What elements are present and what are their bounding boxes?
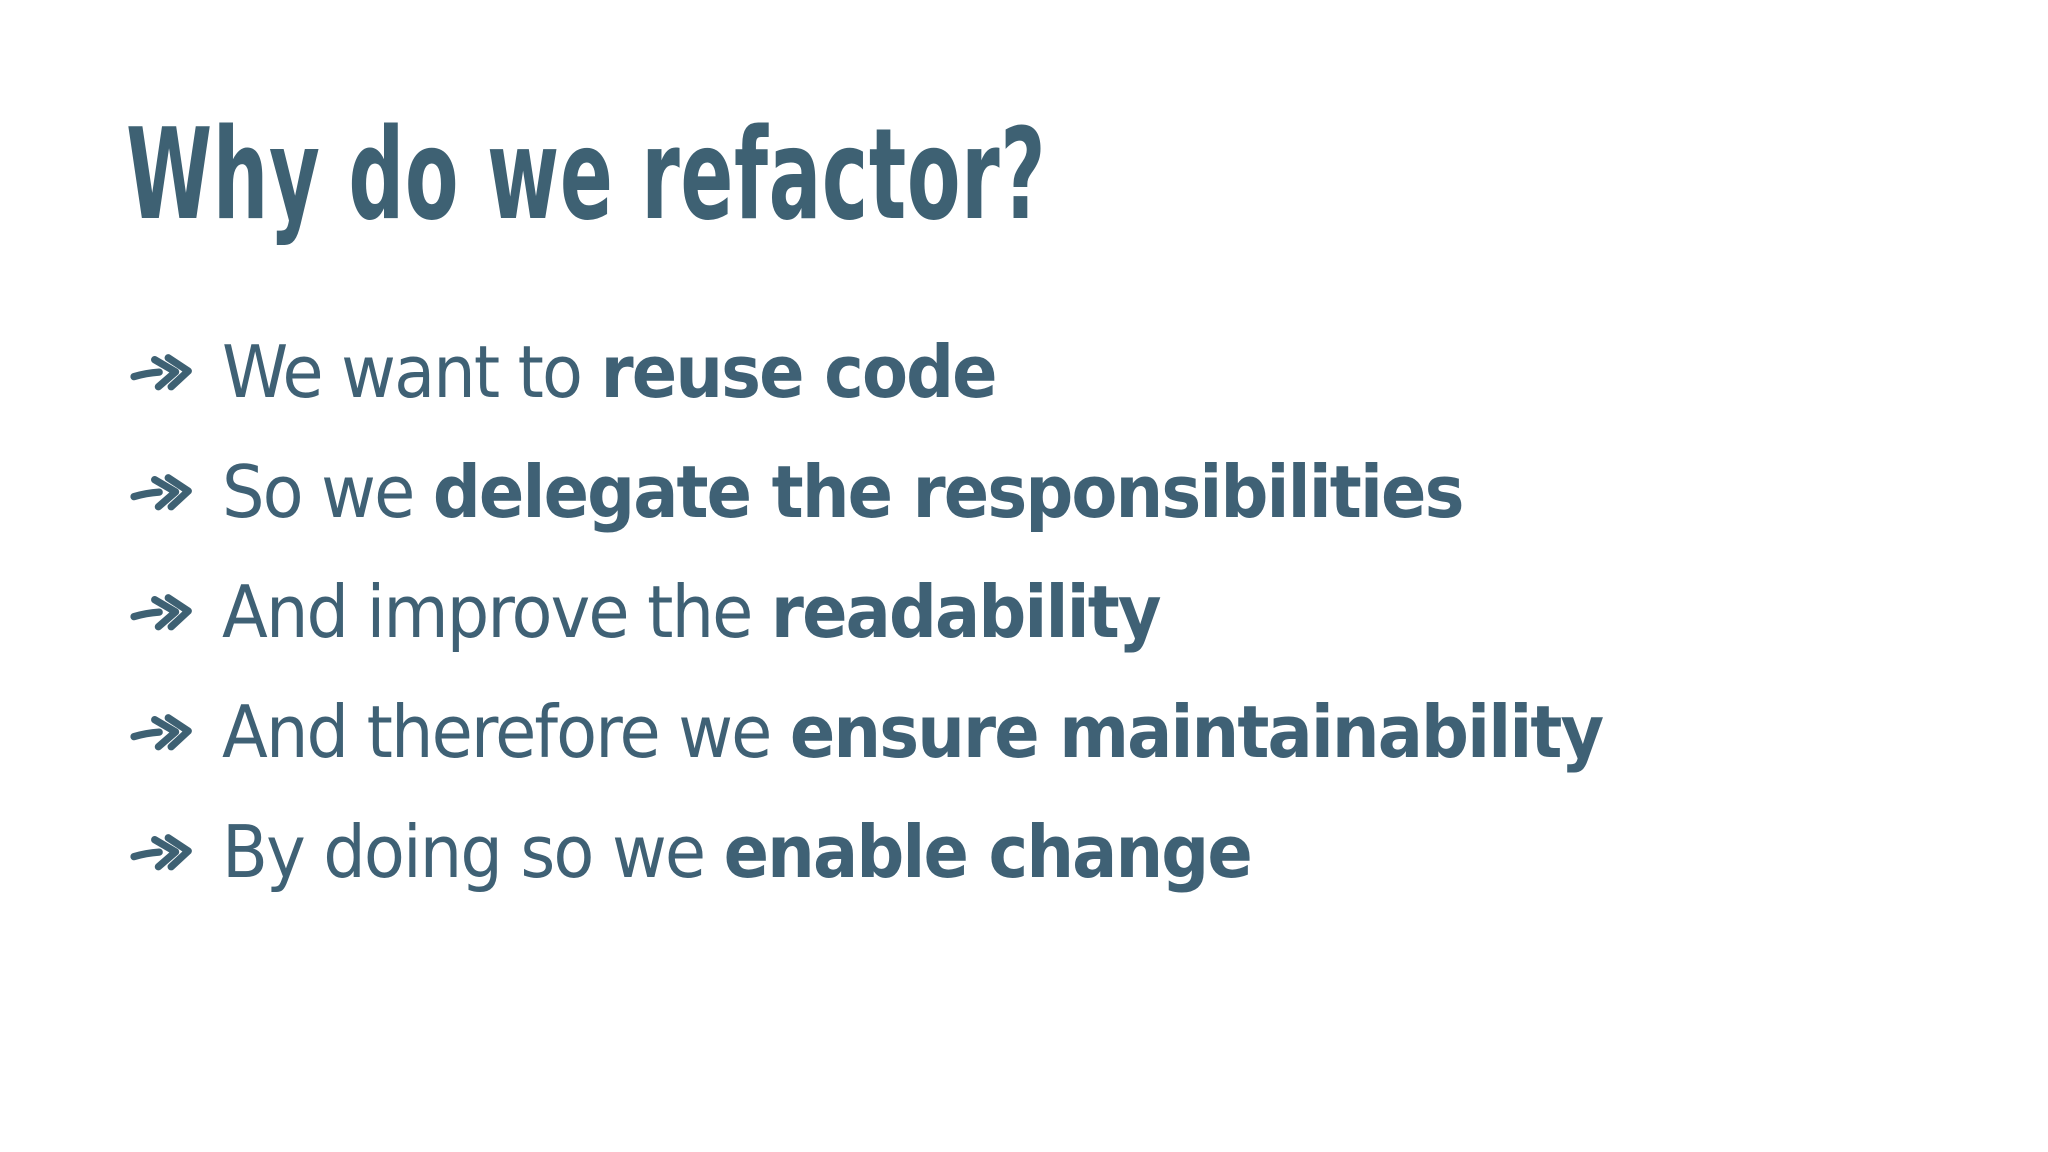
bullet-text-emphasis: readability xyxy=(770,570,1162,654)
bullet-text: And improve the readability xyxy=(222,576,1162,648)
bullet-text: By doing so we enable change xyxy=(222,816,1253,888)
bullet-text-prefix: And therefore we xyxy=(222,690,790,774)
bullet-list: We want to reuse code So we delegate the… xyxy=(128,312,1706,912)
bullet-text-emphasis: delegate the responsibilities xyxy=(432,450,1465,534)
bullet-item: And therefore we ensure maintainability xyxy=(128,672,1706,792)
page-title: Why do we refactor? xyxy=(126,101,1047,248)
bullet-text: We want to reuse code xyxy=(222,336,998,408)
bullet-item: So we delegate the responsibilities xyxy=(128,432,1706,552)
bullet-text: And therefore we ensure maintainability xyxy=(222,696,1604,768)
bullet-text-prefix: We want to xyxy=(222,330,601,414)
arrow-right-icon xyxy=(130,834,192,871)
bullet-text-emphasis: reuse code xyxy=(600,330,998,414)
bullet-text-prefix: So we xyxy=(222,450,433,534)
arrow-right-icon xyxy=(130,714,192,751)
bullet-item: By doing so we enable change xyxy=(128,792,1706,912)
bullet-text-emphasis: ensure maintainability xyxy=(789,690,1604,774)
arrow-right-icon xyxy=(130,594,192,631)
bullet-text: So we delegate the responsibilities xyxy=(222,456,1464,528)
bullet-text-prefix: And improve the xyxy=(222,570,771,654)
bullet-item: And improve the readability xyxy=(128,552,1706,672)
arrow-right-icon xyxy=(130,474,192,511)
bullet-text-prefix: By doing so we xyxy=(222,810,724,894)
bullet-item: We want to reuse code xyxy=(128,312,1706,432)
bullet-text-emphasis: enable change xyxy=(723,810,1253,894)
arrow-right-icon xyxy=(130,354,192,391)
